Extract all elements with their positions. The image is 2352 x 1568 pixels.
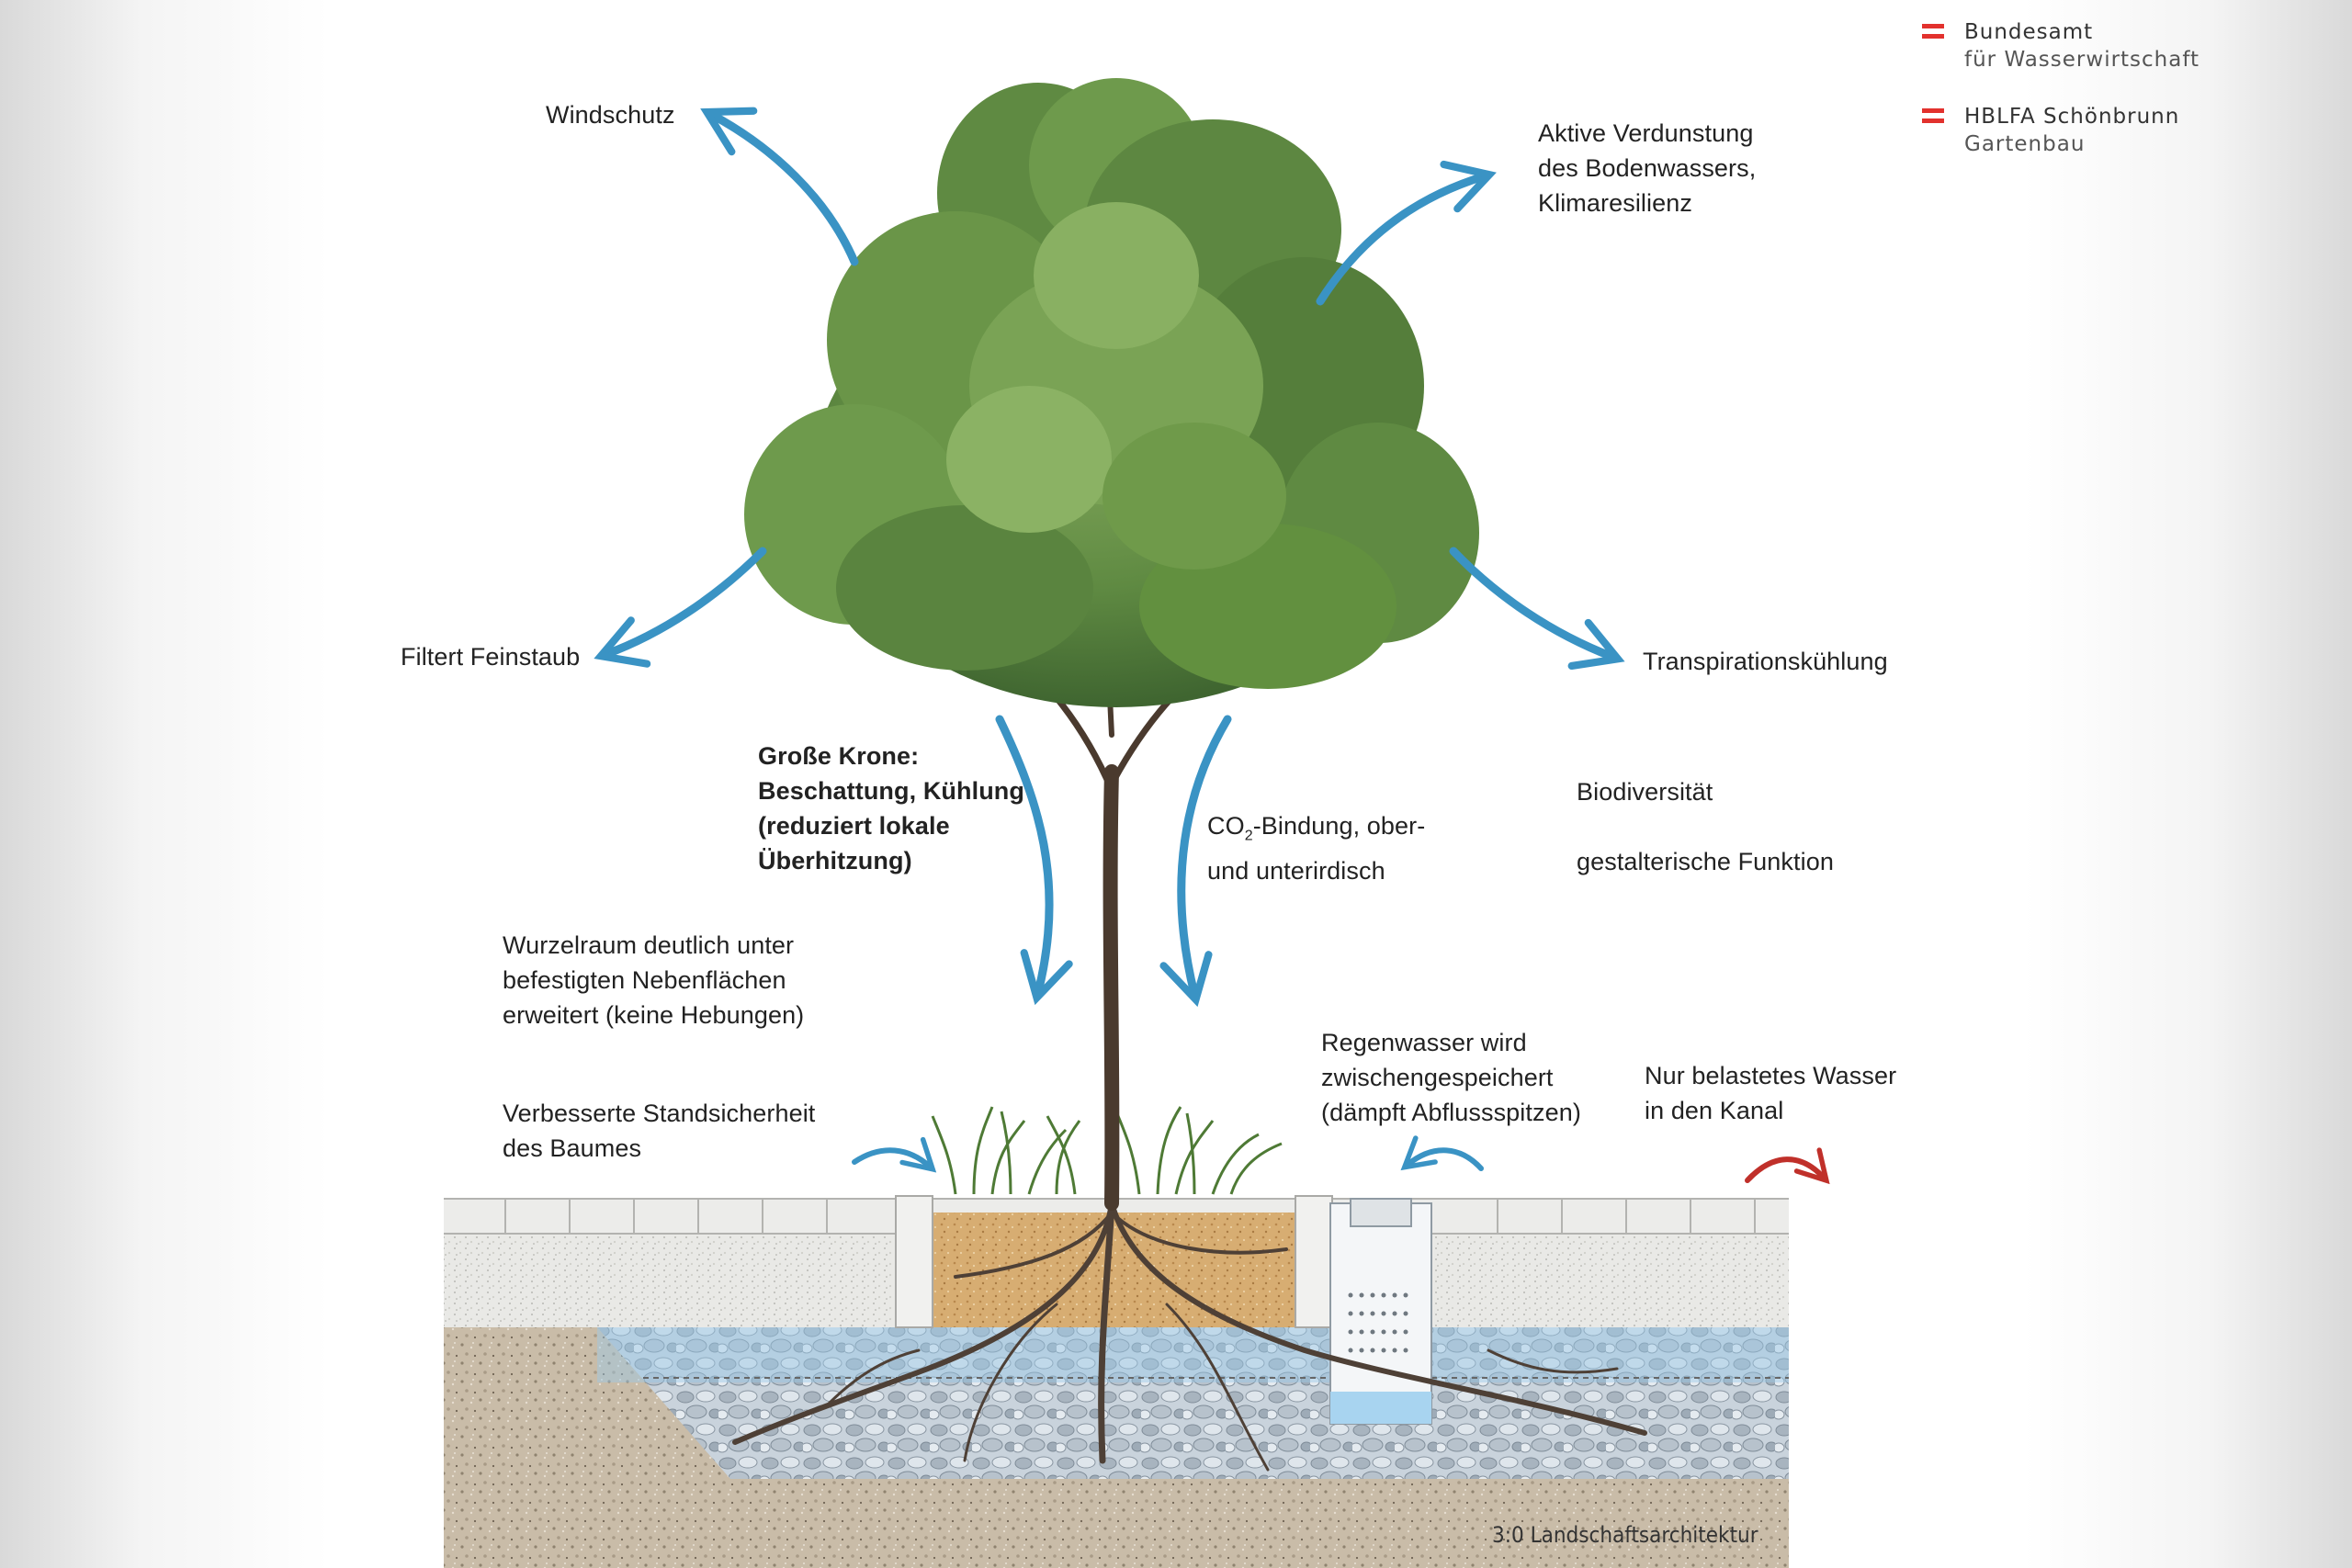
tree-canopy bbox=[744, 78, 1479, 707]
label-co2-line2: und unterirdisch bbox=[1207, 857, 1385, 886]
logo-hblfa-line1: HBLFA Schönbrunn bbox=[1964, 105, 2180, 129]
logo-bundesamt-line1: Bundesamt bbox=[1964, 20, 2094, 44]
label-regenwasser: Regenwasser wird zwischengespeichert (dä… bbox=[1321, 1029, 1581, 1126]
arrow-transpiration bbox=[1449, 547, 1625, 671]
logo-bundesamt-line2: für Wasserwirtschaft bbox=[1964, 48, 2200, 72]
tree-roots bbox=[732, 1200, 1647, 1472]
ground-cross-section bbox=[444, 1195, 1789, 1568]
arrow-verdunstung bbox=[1316, 160, 1497, 306]
label-transpiration: Transpirationskühlung bbox=[1643, 648, 1888, 675]
credit-landschaftsarchitektur: 3:0 Landschaftsarchitektur bbox=[1492, 1522, 1758, 1548]
arrow-feinstaub bbox=[594, 547, 767, 668]
label-co2-rest: -Bindung, ober- bbox=[1252, 812, 1426, 840]
arrow-krone-down bbox=[995, 715, 1073, 1006]
arrow-kanal bbox=[1745, 1147, 1830, 1185]
label-co2-sub: 2 bbox=[1244, 828, 1253, 844]
logo-bundesamt: Bundesamt für Wasserwirtschaft bbox=[1922, 18, 2200, 73]
label-gestalterisch: gestalterische Funktion bbox=[1577, 848, 1834, 875]
label-krone: Große Krone: Beschattung, Kühlung (reduz… bbox=[758, 742, 1024, 874]
label-standsicherheit: Verbesserte Standsicherheit des Baumes bbox=[503, 1100, 816, 1162]
arrow-windschutz bbox=[700, 107, 859, 266]
label-biodiversitaet: Biodiversität bbox=[1577, 778, 1713, 806]
logo-hblfa-line2: Gartenbau bbox=[1964, 132, 2086, 156]
label-co2-prefix: CO bbox=[1207, 812, 1245, 840]
label-kanal: Nur belastetes Wasser in den Kanal bbox=[1645, 1062, 1897, 1124]
label-windschutz: Windschutz bbox=[546, 101, 675, 129]
austria-flag-icon bbox=[1922, 24, 1944, 39]
logo-hblfa: HBLFA Schönbrunn Gartenbau bbox=[1922, 103, 2180, 158]
label-wurzelraum: Wurzelraum deutlich unter befestigten Ne… bbox=[503, 931, 805, 1029]
label-co2: CO2-Bindung, ober-und unterirdisch bbox=[1207, 808, 1425, 888]
label-feinstaub: Filtert Feinstaub bbox=[401, 643, 581, 671]
austria-flag-icon bbox=[1922, 108, 1944, 123]
arrow-co2-down bbox=[1159, 715, 1232, 1008]
ornamental-grasses bbox=[931, 1106, 1283, 1195]
benefit-arrows bbox=[594, 107, 1625, 1173]
label-verdunstung: Aktive Verdunstung des Bodenwassers, Kli… bbox=[1538, 119, 1757, 217]
arrow-rain-right bbox=[1400, 1135, 1484, 1171]
arrow-rain-left bbox=[852, 1136, 937, 1173]
